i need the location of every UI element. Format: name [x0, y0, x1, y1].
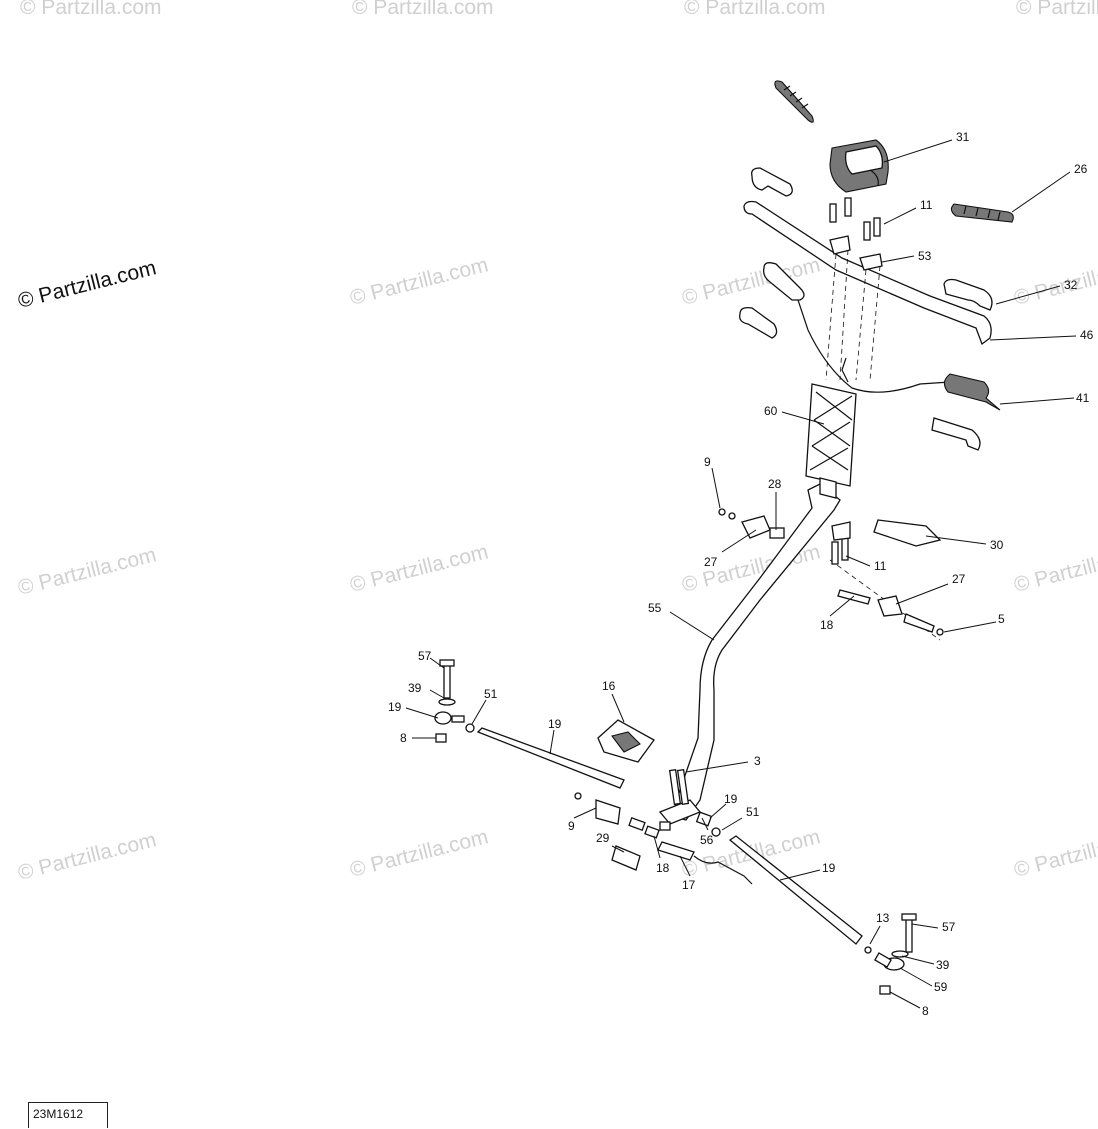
- watermark: © Partzilla.com: [684, 0, 826, 19]
- watermark: © Partzilla.com: [20, 0, 162, 19]
- watermark: © Partzilla.com: [348, 253, 491, 310]
- callout-57: 57: [942, 920, 956, 934]
- bolt: [905, 917, 913, 953]
- callout-59: 59: [934, 980, 948, 994]
- watermark: © Partzilla.com: [1016, 0, 1098, 19]
- bolts-top: [829, 197, 881, 241]
- diagram-code-box: 23M1612: [28, 1102, 108, 1128]
- callout-60: 60: [764, 404, 778, 418]
- watermark: © Partzilla.com: [348, 825, 491, 882]
- throttle-cable: [797, 299, 951, 393]
- steering-column: [658, 477, 841, 825]
- bolt: [668, 769, 682, 805]
- callout-9: 9: [704, 455, 711, 469]
- handlebar-pad: [829, 139, 889, 193]
- callout-16: 16: [602, 679, 616, 693]
- callout-29: 29: [596, 831, 610, 845]
- callout-55: 55: [648, 601, 662, 615]
- leader-lines: [405, 139, 1077, 1009]
- watermark: © Partzilla.com: [1012, 540, 1098, 597]
- grip-right: [950, 203, 1014, 223]
- callout-19: 19: [548, 717, 562, 731]
- watermark-layer: © Partzilla.com © Partzilla.com © Partzi…: [16, 0, 1098, 885]
- watermark: © Partzilla.com: [16, 543, 159, 600]
- nut: [718, 508, 726, 516]
- clamp-left: [829, 235, 851, 255]
- nut: [435, 733, 447, 743]
- steering-arm-plate: [873, 519, 942, 547]
- riser-block: [805, 383, 857, 487]
- tube-end-right: [943, 278, 993, 311]
- handlebar: [743, 200, 992, 346]
- callout-17: 17: [682, 878, 696, 892]
- callout-3: 3: [754, 754, 761, 768]
- nut: [879, 985, 891, 995]
- callout-41: 41: [1076, 391, 1090, 405]
- throttle-lever: [762, 262, 805, 301]
- tie-rod-end-right: [877, 595, 903, 617]
- watermark: © Partzilla.com: [680, 253, 823, 310]
- bolt: [831, 541, 839, 565]
- callout-31: 31: [956, 130, 970, 144]
- callout-18: 18: [820, 618, 834, 632]
- callouts: 31 26 11 53 32 46 41 60 9 28 27 30 11 27…: [388, 130, 1094, 1018]
- callout-53: 53: [918, 249, 932, 263]
- callout-51: 51: [746, 805, 760, 819]
- ball-joint: [769, 527, 785, 539]
- callout-19: 19: [822, 861, 836, 875]
- watermark: © Partzilla.com: [352, 0, 494, 19]
- callout-13: 13: [876, 911, 890, 925]
- watermark: © Partzilla.com: [1012, 825, 1098, 882]
- watermark-main: © Partzilla.com: [16, 256, 159, 313]
- callout-19: 19: [724, 792, 738, 806]
- tie-rod-end-upper: [741, 515, 771, 539]
- callout-28: 28: [768, 477, 782, 491]
- callout-39: 39: [408, 681, 422, 695]
- tie-rod-end-lower: [595, 799, 621, 825]
- callout-18: 18: [656, 861, 670, 875]
- callout-51: 51: [484, 687, 498, 701]
- grip-left: [774, 80, 814, 123]
- watermark: © Partzilla.com: [348, 540, 491, 597]
- callout-46: 46: [1080, 328, 1094, 342]
- callout-8: 8: [400, 731, 407, 745]
- callout-30: 30: [990, 538, 1004, 552]
- watermark: © Partzilla.com: [1012, 253, 1098, 310]
- parts-drawing: [434, 80, 1014, 995]
- hand-warmer-element: [931, 417, 981, 451]
- bolt: [443, 663, 451, 699]
- callout-32: 32: [1064, 278, 1078, 292]
- clamp-right: [859, 253, 883, 271]
- tie-rod-left: [476, 727, 625, 789]
- callout-39: 39: [936, 958, 950, 972]
- watermark: © Partzilla.com: [16, 828, 159, 885]
- callout-5: 5: [998, 612, 1005, 626]
- link: [657, 841, 695, 861]
- callout-8: 8: [922, 1004, 929, 1018]
- callout-11: 11: [920, 198, 933, 212]
- tube-end-left: [751, 167, 793, 197]
- callout-57: 57: [418, 649, 432, 663]
- callout-19: 19: [388, 700, 402, 714]
- callout-26: 26: [1074, 162, 1088, 176]
- callout-11: 11: [874, 559, 887, 573]
- tie-rod-right: [728, 835, 863, 945]
- callout-9: 9: [568, 819, 575, 833]
- tube-end-small: [739, 306, 778, 339]
- clamp: [831, 521, 851, 541]
- callout-27: 27: [952, 572, 966, 586]
- callout-27: 27: [704, 555, 718, 569]
- diagram-code: 23M1612: [33, 1107, 84, 1121]
- callout-56: 56: [700, 833, 714, 847]
- brake-lever: [943, 373, 1001, 411]
